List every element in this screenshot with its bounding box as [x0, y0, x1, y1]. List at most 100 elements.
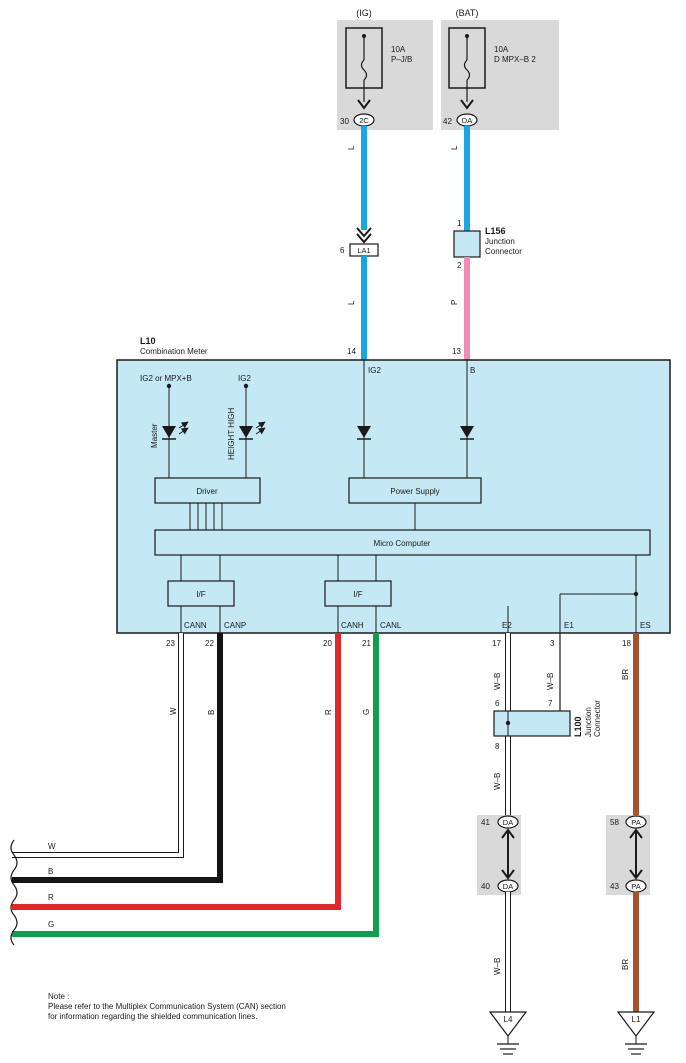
- note-line2: for information regarding the shielded c…: [48, 1012, 257, 1021]
- note-line1: Please refer to the Multiplex Communicat…: [48, 1002, 286, 1011]
- term-canh: CANH: [341, 621, 364, 630]
- driver-label: Driver: [196, 487, 218, 496]
- la1-arrow-icon: [356, 227, 372, 244]
- led2-supply: IG2: [238, 374, 251, 383]
- term-e2: E2: [502, 621, 512, 630]
- wire-bat-upper-label: L: [450, 145, 459, 150]
- term-canl: CANL: [380, 621, 402, 630]
- wire-ground-lower-label: W–B: [493, 958, 502, 975]
- meter-name: Combination Meter: [140, 347, 208, 356]
- pa-double-arrow-icon: [629, 828, 643, 880]
- wire-canh-r: [12, 633, 341, 910]
- diode-b-icon: [460, 426, 474, 438]
- fuse-bat: (BAT) 10A D MPX–B 2 42 DA: [441, 8, 559, 130]
- if-block-2: [324, 580, 392, 607]
- meter-pin-b: 13: [452, 347, 461, 356]
- fuse-ig-pin: 30: [340, 117, 349, 126]
- fuse-bat-source: (BAT): [456, 8, 479, 18]
- connector-l100-line2: Connector: [593, 700, 602, 737]
- wire-es-lower-label: BR: [621, 959, 630, 970]
- connector-l156-line2: Connector: [485, 247, 522, 256]
- term-cann: CANN: [184, 621, 207, 630]
- fuse-ig: (IG) 10A P–J/B 30 2C: [337, 8, 433, 130]
- wire-canp-b-label: B: [207, 710, 216, 715]
- wire-canh-r-label: R: [324, 709, 333, 715]
- connector-l100: [493, 710, 571, 737]
- meter-pin-ig2: 14: [347, 347, 356, 356]
- fuse-ig-source: (IG): [356, 8, 372, 18]
- ground-l4-label: L4: [504, 1015, 513, 1024]
- wire-left-r-label: R: [48, 893, 54, 902]
- wire-left-b-label: B: [48, 867, 53, 876]
- led2-name: HEIGHT HIGH: [227, 407, 236, 460]
- connector-l156-line1: Junction: [485, 237, 515, 246]
- term-canp: CANP: [224, 621, 246, 630]
- connector-pa-bot-label: PA: [631, 882, 640, 891]
- led-master-icon: [162, 426, 176, 438]
- connector-da-bot-pin: 40: [481, 882, 490, 891]
- if-block-1: [167, 580, 235, 607]
- connector-da-top-label: DA: [503, 818, 513, 827]
- power-supply-block: [348, 477, 482, 504]
- pin-17: 17: [492, 639, 501, 648]
- fuse-bat-conn-label: DA: [462, 116, 472, 125]
- wire-left-w-label: W: [48, 842, 56, 851]
- led-height-high-icon: [239, 426, 253, 438]
- meter-b-in-label: B: [470, 366, 475, 375]
- connector-l100-code: L100: [573, 716, 583, 737]
- wire-e2-lower-label: W–B: [493, 773, 502, 790]
- pin-20: 20: [323, 639, 332, 648]
- connector-da-top-pin: 41: [481, 818, 490, 827]
- connector-da-bot-label: DA: [503, 882, 513, 891]
- connector-da-top: [497, 815, 519, 829]
- if-block-1-label: I/F: [196, 590, 205, 599]
- wire-canl-g: [12, 633, 379, 937]
- wire-break-icon: [10, 839, 18, 946]
- wire-ig-upper-label: L: [347, 145, 356, 150]
- connector-pa-top-label: PA: [631, 818, 640, 827]
- connector-l100-pin-right: 7: [548, 699, 553, 708]
- connector-l100-line1: Junction: [584, 707, 593, 737]
- term-e1: E1: [564, 621, 574, 630]
- wire-es-label: BR: [621, 669, 630, 680]
- driver-block: [154, 477, 261, 504]
- if-block-2-label: I/F: [353, 590, 362, 599]
- wire-e2-label: W–B: [493, 673, 502, 690]
- pin-18: 18: [622, 639, 631, 648]
- fuse-bat-rating: 10A: [494, 45, 509, 54]
- fuse-ig-conn-label: 2C: [359, 116, 369, 125]
- connector-la1-pin: 6: [340, 246, 345, 255]
- wire-canl-g-label: G: [362, 709, 371, 715]
- pin-22: 22: [205, 639, 214, 648]
- da-double-arrow-icon: [501, 828, 515, 880]
- wire-ig-lower-label: L: [347, 300, 356, 305]
- led1-name: Master: [150, 423, 159, 448]
- fuse-bat-arrow-icon: [460, 99, 474, 110]
- connector-l156: [453, 230, 481, 258]
- meter-code: L10: [140, 336, 156, 346]
- fuse-bat-pin: 42: [443, 117, 452, 126]
- connector-l156-pin-bottom: 2: [457, 261, 462, 270]
- connector-la1-label: LA1: [357, 246, 370, 255]
- wire-canp-b: [12, 633, 223, 883]
- fuse-box-bat: [441, 20, 559, 130]
- connector-l156-code: L156: [485, 226, 506, 236]
- connector-pa-top-pin: 58: [610, 818, 619, 827]
- pin-21: 21: [362, 639, 371, 648]
- pin-3: 3: [550, 639, 555, 648]
- diode-ig2-icon: [357, 426, 371, 438]
- note-title: Note :: [48, 992, 69, 1001]
- wire-cann-w: [12, 633, 184, 858]
- connector-pa-bot-pin: 43: [610, 882, 619, 891]
- wire-bat-lower-label: P: [450, 300, 459, 305]
- connector-l100-pin-left: 6: [495, 699, 500, 708]
- wire-cann-w-label: W: [169, 707, 178, 715]
- fuse-box-ig: [337, 20, 433, 130]
- connector-l156-pin-top: 1: [457, 219, 462, 228]
- fuse-ig-rating: 10A: [391, 45, 406, 54]
- micro-computer-block: [154, 529, 651, 556]
- wire-left-g-label: G: [48, 920, 54, 929]
- ground-l4-icon: [488, 1011, 528, 1037]
- term-es: ES: [640, 621, 651, 630]
